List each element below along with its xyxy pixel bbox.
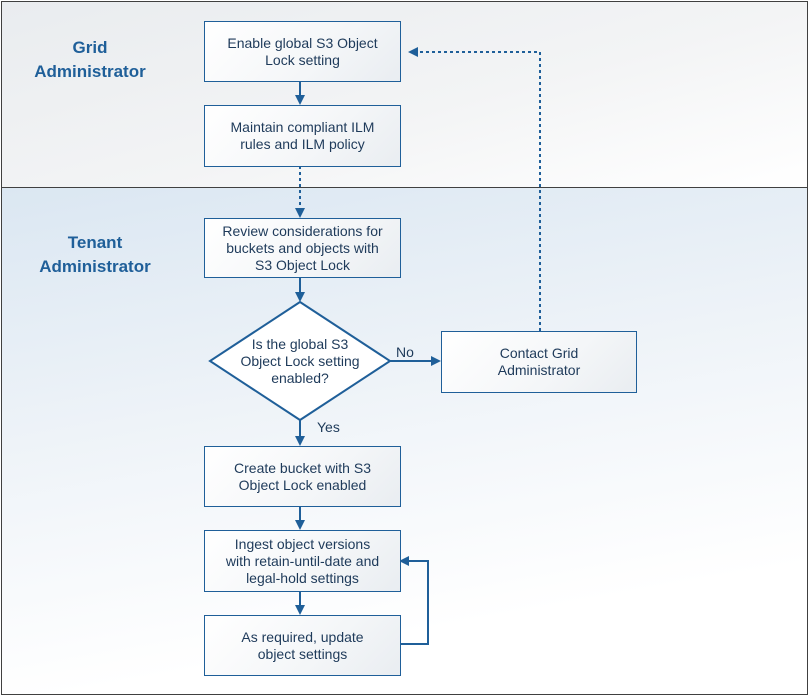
grid-administrator-label: Grid Administrator: [34, 38, 146, 81]
update-object-settings-step: As required, update object settings: [204, 615, 401, 676]
grid-administrator-lane: [1, 1, 808, 188]
review-considerations-step: Review considerations for buckets and ob…: [204, 218, 401, 278]
arrow-update-to-ingest: [399, 556, 429, 645]
maintain-ilm-text: Maintain compliant ILM rules and ILM pol…: [230, 119, 375, 152]
maintain-ilm-step: Maintain compliant ILM rules and ILM pol…: [204, 105, 401, 167]
ingest-object-versions-step: Ingest object versions with retain-until…: [204, 530, 401, 592]
enable-global-s3-object-lock-step: Enable global S3 Object Lock setting: [204, 21, 401, 82]
yes-edge-label: Yes: [317, 419, 340, 435]
tenant-administrator-label: Tenant Administrator: [39, 233, 151, 276]
ingest-object-versions-text: Ingest object versions with retain-until…: [225, 535, 380, 586]
tenant-administrator-lane: [1, 187, 808, 695]
enable-global-s3-object-lock-text: Enable global S3 Object Lock setting: [227, 34, 378, 68]
no-edge-label: No: [396, 344, 414, 360]
create-bucket-text: Create bucket with S3 Object Lock enable…: [234, 459, 371, 493]
contact-grid-administrator-step: Contact Grid Administrator: [441, 331, 637, 393]
update-object-settings-text: As required, update object settings: [241, 628, 364, 662]
arrow-contact-to-enable: [408, 47, 541, 331]
contact-grid-administrator-text: Contact Grid Administrator: [497, 345, 581, 378]
review-considerations-text: Review considerations for buckets and ob…: [222, 222, 383, 273]
decision-question: Is the global S3 Object Lock setting ena…: [240, 336, 360, 386]
create-bucket-step: Create bucket with S3 Object Lock enable…: [204, 446, 401, 507]
